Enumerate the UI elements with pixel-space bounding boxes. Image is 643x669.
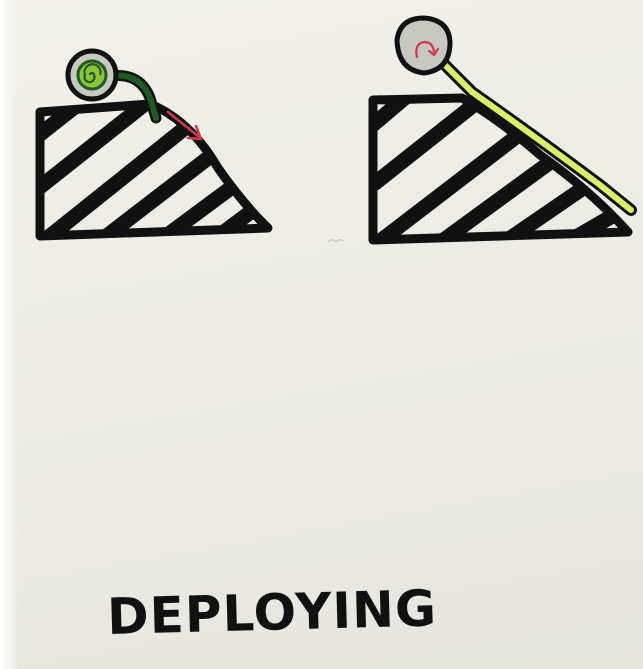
roll-core-icon: [397, 18, 450, 73]
left-panel: [20, 51, 280, 250]
rolled-coil-icon: [68, 51, 116, 99]
deploying-caption: DEPLOYING: [106, 579, 467, 646]
right-panel: [355, 18, 640, 255]
left-hatched-slope-icon: [20, 95, 280, 250]
unrolled-strip-icon: [440, 60, 631, 210]
paper-smudge: [328, 240, 344, 242]
